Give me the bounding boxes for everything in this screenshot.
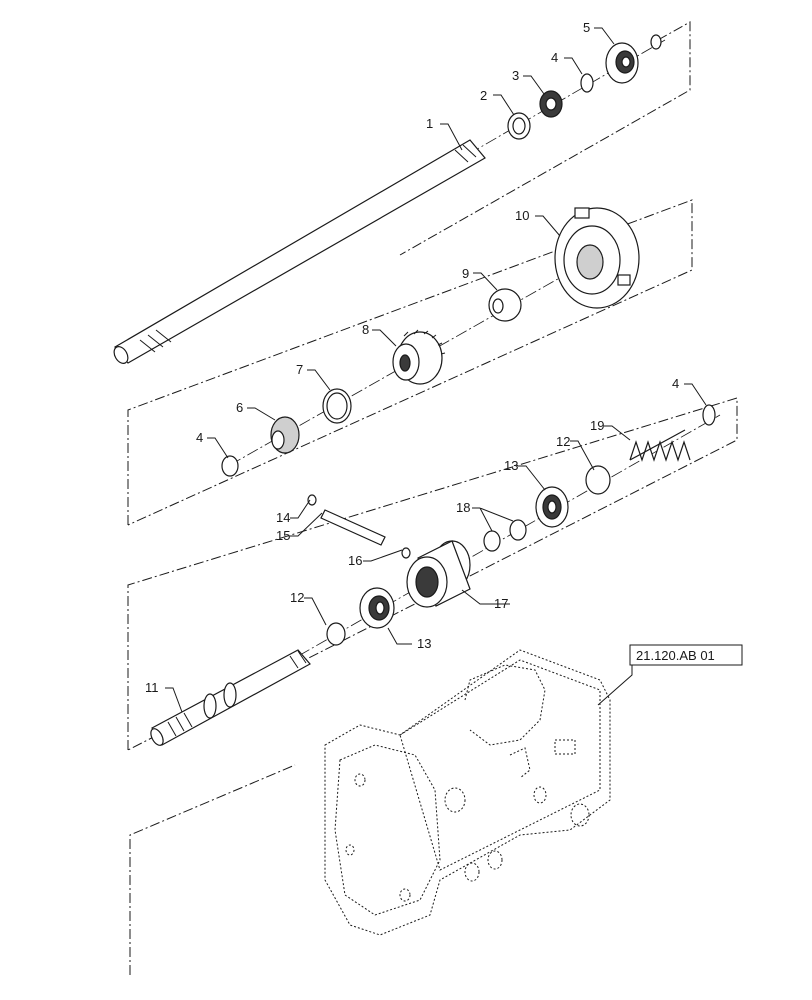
callout-12-upper: 12 — [556, 434, 570, 449]
frame-upper — [399, 21, 691, 256]
part-7-ring — [322, 388, 352, 424]
housing-reference[interactable]: 21.120.AB 01 — [629, 644, 743, 666]
frame-middle — [127, 199, 693, 526]
callout-13-upper: 13 — [504, 458, 518, 473]
part-12-ring-lower — [326, 622, 346, 646]
callout-2: 2 — [480, 88, 487, 103]
transmission-housing — [324, 649, 611, 936]
part-11-shaft — [150, 649, 311, 746]
part-5-bearing — [605, 42, 639, 84]
part-16-clip — [401, 547, 411, 559]
frame-housing — [129, 764, 296, 975]
part-10-carrier — [554, 207, 640, 309]
part-13-bearing-lower — [359, 587, 395, 629]
housing-reference-label: 21.120.AB 01 — [636, 648, 715, 663]
part-17-coupling — [406, 540, 471, 608]
part-4-snap-ring-right — [702, 404, 716, 426]
part-13-bearing-upper — [535, 486, 569, 528]
callout-4-top: 4 — [551, 50, 558, 65]
part-18-rings — [483, 519, 527, 552]
part-4-snap-ring-top — [580, 73, 594, 93]
callout-19: 19 — [590, 418, 604, 433]
callout-15: 15 — [276, 528, 290, 543]
part-1-shaft — [113, 139, 486, 364]
callout-7: 7 — [296, 362, 303, 377]
clip-top-right — [650, 34, 662, 50]
callout-3: 3 — [512, 68, 519, 83]
callout-9: 9 — [462, 266, 469, 281]
callout-14: 14 — [276, 510, 290, 525]
part-3-bearing — [539, 90, 563, 118]
callout-11: 11 — [145, 680, 159, 695]
callout-4-middle: 4 — [196, 430, 203, 445]
callout-13-lower: 13 — [417, 636, 431, 651]
part-9-washer — [488, 288, 522, 322]
callout-5: 5 — [583, 20, 590, 35]
callout-17: 17 — [494, 596, 508, 611]
callout-12-lower: 12 — [290, 590, 304, 605]
leader-lines — [165, 27, 707, 713]
frame-lower — [127, 397, 738, 751]
callout-6: 6 — [236, 400, 243, 415]
part-12-ring-upper — [585, 465, 611, 495]
part-8-gear — [392, 329, 446, 385]
part-15-pin — [307, 494, 386, 546]
part-2-washer — [507, 112, 531, 140]
callout-4-right: 4 — [672, 376, 679, 391]
callout-8: 8 — [362, 322, 369, 337]
callout-10: 10 — [515, 208, 529, 223]
part-4-snap-ring-middle — [221, 455, 239, 477]
part-19-spring — [629, 429, 691, 462]
callout-18: 18 — [456, 500, 470, 515]
part-6-gear — [270, 416, 300, 454]
callout-1: 1 — [426, 116, 433, 131]
callout-16: 16 — [348, 553, 362, 568]
